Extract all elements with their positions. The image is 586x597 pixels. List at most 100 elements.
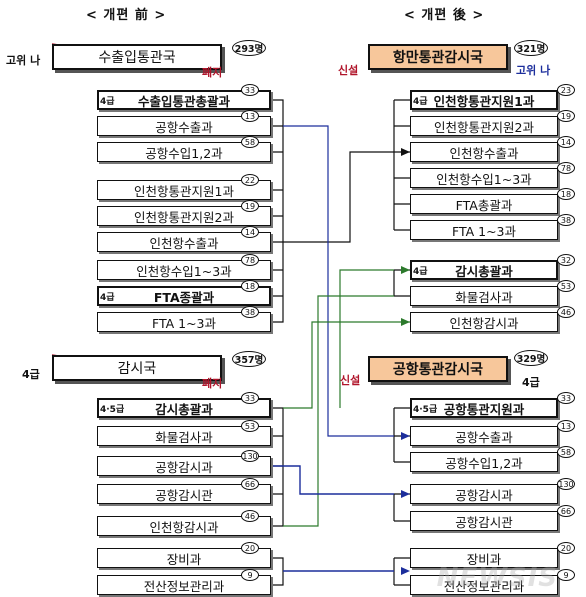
- unit-count: 33: [241, 84, 259, 96]
- unit-box: 인천항감시과: [410, 312, 558, 332]
- after-port-count: 321명: [514, 40, 548, 56]
- unit-count: 38: [241, 306, 259, 318]
- unit-grade: 4급: [100, 97, 115, 107]
- unit-name: 인천항통관지원1과: [134, 183, 234, 199]
- unit-box: 수출입통관총괄과 4급: [97, 90, 271, 110]
- before-customs-status: 폐지: [202, 66, 223, 79]
- before-inspection-grade: 4급: [22, 368, 40, 381]
- before-customs-count: 293명: [232, 40, 266, 56]
- unit-box: 인천항수입1~3과: [410, 168, 558, 188]
- unit-grade: 4급: [100, 293, 115, 303]
- unit-name: 수출입통관총괄과: [137, 93, 230, 109]
- before-customs-office: 수출입통관국: [52, 44, 222, 70]
- unit-box: 공항수출과: [410, 426, 558, 446]
- unit-box: 인천항통관지원2과: [97, 206, 271, 226]
- unit-count: 46: [241, 510, 259, 522]
- unit-count: 38: [557, 214, 575, 226]
- before-inspection-count: 357명: [232, 351, 266, 367]
- after-port-office: 항만통관감시국: [368, 44, 508, 70]
- after-port-status: 신설: [338, 64, 359, 77]
- unit-name: 인천항수출과: [449, 145, 519, 161]
- unit-count: 18: [241, 280, 259, 292]
- unit-box: 화물검사과: [410, 286, 558, 306]
- unit-box: 공항감시과: [410, 484, 558, 504]
- unit-count: 58: [557, 446, 575, 458]
- unit-name: 공항감시관: [155, 487, 213, 503]
- unit-count: 66: [557, 505, 575, 517]
- unit-grade: 4급: [413, 97, 428, 107]
- unit-name: 장비과: [166, 551, 202, 567]
- unit-name: 인천항감시과: [449, 315, 519, 331]
- unit-count: 13: [557, 420, 575, 432]
- unit-box: 인천항통관지원2과: [410, 116, 558, 136]
- unit-name: 공항수입1,2과: [445, 455, 523, 471]
- unit-box: 전산정보관리과: [97, 575, 271, 595]
- unit-box: 장비과: [97, 548, 271, 568]
- unit-name: 인천항수출과: [149, 235, 219, 251]
- unit-box: 인천항수출과: [410, 142, 558, 162]
- unit-count: 33: [241, 392, 259, 404]
- unit-box: 공항감시과: [97, 456, 271, 476]
- before-inspection-office: 감시국: [52, 355, 222, 381]
- unit-name: 전산정보관리과: [443, 578, 525, 594]
- unit-box: 공항수입1,2과: [97, 142, 271, 162]
- unit-name: 인천항수입1~3과: [136, 263, 232, 279]
- unit-name: 공항감시과: [455, 487, 513, 503]
- unit-count: 14: [241, 226, 259, 238]
- after-airport-office: 공항통관감시국: [368, 356, 508, 382]
- unit-count: 13: [241, 110, 259, 122]
- unit-count: 22: [241, 174, 259, 186]
- office-name: 공항통관감시국: [392, 362, 484, 378]
- unit-grade: 4·5급: [413, 405, 438, 415]
- unit-count: 78: [557, 162, 575, 174]
- unit-count: 130: [557, 478, 575, 490]
- unit-grade: 4급: [413, 267, 428, 277]
- unit-count: 46: [557, 306, 575, 318]
- unit-box: FTA총괄과: [410, 194, 558, 214]
- unit-box: 공항수입1,2과: [410, 452, 558, 472]
- unit-name: 인천항통관지원1과: [433, 93, 535, 109]
- unit-name: 전산정보관리과: [143, 578, 225, 594]
- unit-box: 장비과: [410, 548, 558, 568]
- office-name: 항만통관감시국: [392, 50, 484, 66]
- unit-name: 화물검사과: [155, 429, 213, 445]
- unit-box: 전산정보관리과: [410, 575, 558, 595]
- unit-count: 14: [557, 136, 575, 148]
- unit-count: 53: [241, 420, 259, 432]
- unit-count: 130: [241, 450, 259, 462]
- unit-count: 53: [557, 280, 575, 292]
- unit-box: 공항감시관: [97, 484, 271, 504]
- unit-box: FTA 1~3과: [97, 312, 271, 332]
- unit-name: 공항통관지원과: [443, 401, 525, 417]
- unit-name: 공항수출과: [455, 429, 513, 445]
- office-name: 수출입통관국: [98, 50, 176, 66]
- header-after: < 개편 後 >: [404, 8, 485, 23]
- unit-count: 20: [557, 542, 575, 554]
- unit-count: 23: [557, 84, 575, 96]
- header-before: < 개편 前 >: [86, 8, 167, 23]
- unit-count: 66: [241, 478, 259, 490]
- unit-box: FTA 1~3과: [410, 220, 558, 240]
- unit-name: 화물검사과: [455, 289, 513, 305]
- after-airport-status: 신설: [340, 374, 361, 387]
- unit-name: 공항감시과: [155, 459, 213, 475]
- unit-count: 20: [241, 542, 259, 554]
- unit-name: 공항감시관: [455, 514, 513, 530]
- unit-count: 32: [557, 254, 575, 266]
- unit-name: 인천항감시과: [149, 519, 219, 535]
- unit-box: 공항통관지원과 4·5급: [410, 398, 558, 418]
- unit-name: 공항수출과: [155, 119, 213, 135]
- unit-count: 58: [241, 136, 259, 148]
- unit-name: 인천항통관지원2과: [434, 119, 534, 135]
- unit-name: FTA 1~3과: [151, 315, 217, 331]
- unit-count: 19: [241, 200, 259, 212]
- unit-box: 공항수출과: [97, 116, 271, 136]
- unit-name: 인천항통관지원2과: [134, 209, 234, 225]
- unit-box: 인천항통관지원1과: [97, 180, 271, 200]
- unit-name: FTA 1~3과: [451, 223, 517, 239]
- unit-count: 19: [557, 110, 575, 122]
- unit-name: 인천항수입1~3과: [436, 171, 532, 187]
